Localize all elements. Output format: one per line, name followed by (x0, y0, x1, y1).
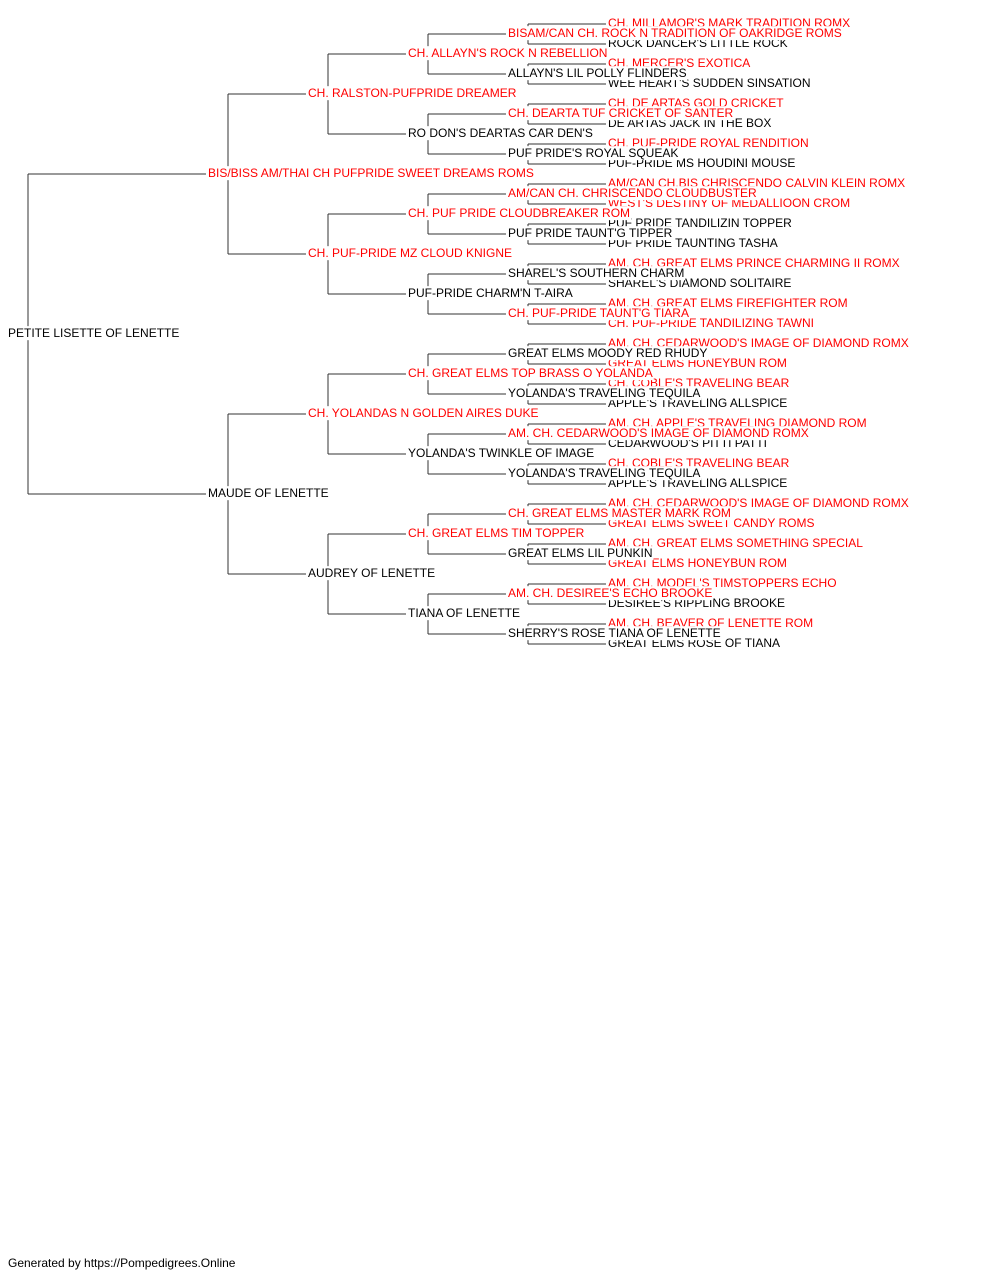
label-background (507, 306, 690, 321)
ancestor-name: CH. PUF PRIDE CLOUDBREAKER ROM (408, 206, 630, 220)
label-background (407, 46, 609, 61)
ancestor-name: CH. PUF-PRIDE MZ CLOUD KNIGNE (308, 246, 512, 260)
label-background (507, 26, 843, 41)
label-background (407, 126, 594, 141)
ancestor-name: PUF-PRIDE CHARM'N T-AIRA (408, 286, 573, 300)
label-background (307, 86, 518, 101)
ancestor-name: CH. GREAT ELMS TIM TOPPER (408, 526, 585, 540)
label-background (7, 326, 181, 341)
label-background (407, 206, 632, 221)
ancestor-name: CH. ALLAYN'S ROCK N REBELLION (408, 46, 607, 60)
ancestor-name: PUF PRIDE TAUNT'G TIPPER (508, 226, 673, 240)
ancestor-name: BISAM/CAN CH. ROCK N TRADITION OF OAKRID… (508, 26, 842, 40)
ancestor-name: AM. CH. CEDARWOOD'S IMAGE OF DIAMOND ROM… (508, 426, 809, 440)
ancestor-name: CH. YOLANDAS N GOLDEN AIRES DUKE (308, 406, 539, 420)
label-background (507, 346, 709, 361)
ancestor-name: ALLAYN'S LIL POLLY FLINDERS (508, 66, 687, 80)
label-background (507, 586, 714, 601)
ancestor-name: YOLANDA'S TRAVELING TEQUILA (508, 466, 700, 480)
label-background (307, 406, 540, 421)
ancestor-name: YOLANDA'S TRAVELING TEQUILA (508, 386, 700, 400)
ancestor-name: CH. PUF-PRIDE TAUNT'G TIARA (508, 306, 689, 320)
label-background (507, 146, 680, 161)
label-background (507, 506, 732, 521)
label-background (407, 286, 574, 301)
ancestor-name: SHERRY'S ROSE TIANA OF LENETTE (508, 626, 721, 640)
ancestor-name: AUDREY OF LENETTE (308, 566, 435, 580)
ancestor-name: CH. GREAT ELMS TOP BRASS O YOLANDA (408, 366, 653, 380)
label-background (507, 386, 702, 401)
ancestor-name: YOLANDA'S TWINKLE OF IMAGE (408, 446, 594, 460)
label-background (407, 526, 586, 541)
label-background (607, 536, 865, 551)
ancestor-name: MAUDE OF LENETTE (208, 486, 329, 500)
ancestor-name: AM. CH. GREAT ELMS SOMETHING SPECIAL (608, 536, 863, 550)
label-background (507, 626, 722, 641)
ancestor-name: AM. CH. DESIREE'S ECHO BROOKE (508, 586, 712, 600)
ancestor-name: GREAT ELMS LIL PUNKIN (508, 546, 653, 560)
label-background (407, 446, 596, 461)
ancestor-name: AM/CAN CH. CHRISCENDO CLOUDBUSTER (508, 186, 757, 200)
ancestor-name: TIANA OF LENETTE (408, 606, 520, 620)
ancestor-name: CH. GREAT ELMS MASTER MARK ROM (508, 506, 731, 520)
label-background (307, 246, 514, 261)
label-background (407, 606, 522, 621)
ancestor-name: BIS/BISS AM/THAI CH PUFPRIDE SWEET DREAM… (208, 166, 534, 180)
label-background (507, 466, 702, 481)
label-background (507, 266, 686, 281)
ancestor-name: GREAT ELMS MOODY RED RHUDY (508, 346, 707, 360)
subject-dog-name: PETITE LISETTE OF LENETTE (8, 326, 179, 340)
label-background (207, 166, 535, 181)
footer-credit: Generated by https://Pompedigrees.Online (8, 1256, 236, 1270)
label-background (207, 486, 330, 501)
label-background (507, 66, 688, 81)
ancestor-name: CH. RALSTON-PUFPRIDE DREAMER (308, 86, 517, 100)
ancestor-name: RO DON'S DEARTAS CAR DEN'S (408, 126, 593, 140)
ancestor-name: CH. DEARTA TUF CRICKET OF SANTER (508, 106, 733, 120)
label-background (507, 426, 810, 441)
ancestor-name: SHAREL'S SOUTHERN CHARM (508, 266, 684, 280)
label-background (507, 106, 735, 121)
label-background (507, 546, 654, 561)
label-background (507, 226, 674, 241)
label-background (307, 566, 437, 581)
label-background (407, 366, 654, 381)
ancestor-name: PUF PRIDE'S ROYAL SQUEAK (508, 146, 678, 160)
label-background (507, 186, 759, 201)
